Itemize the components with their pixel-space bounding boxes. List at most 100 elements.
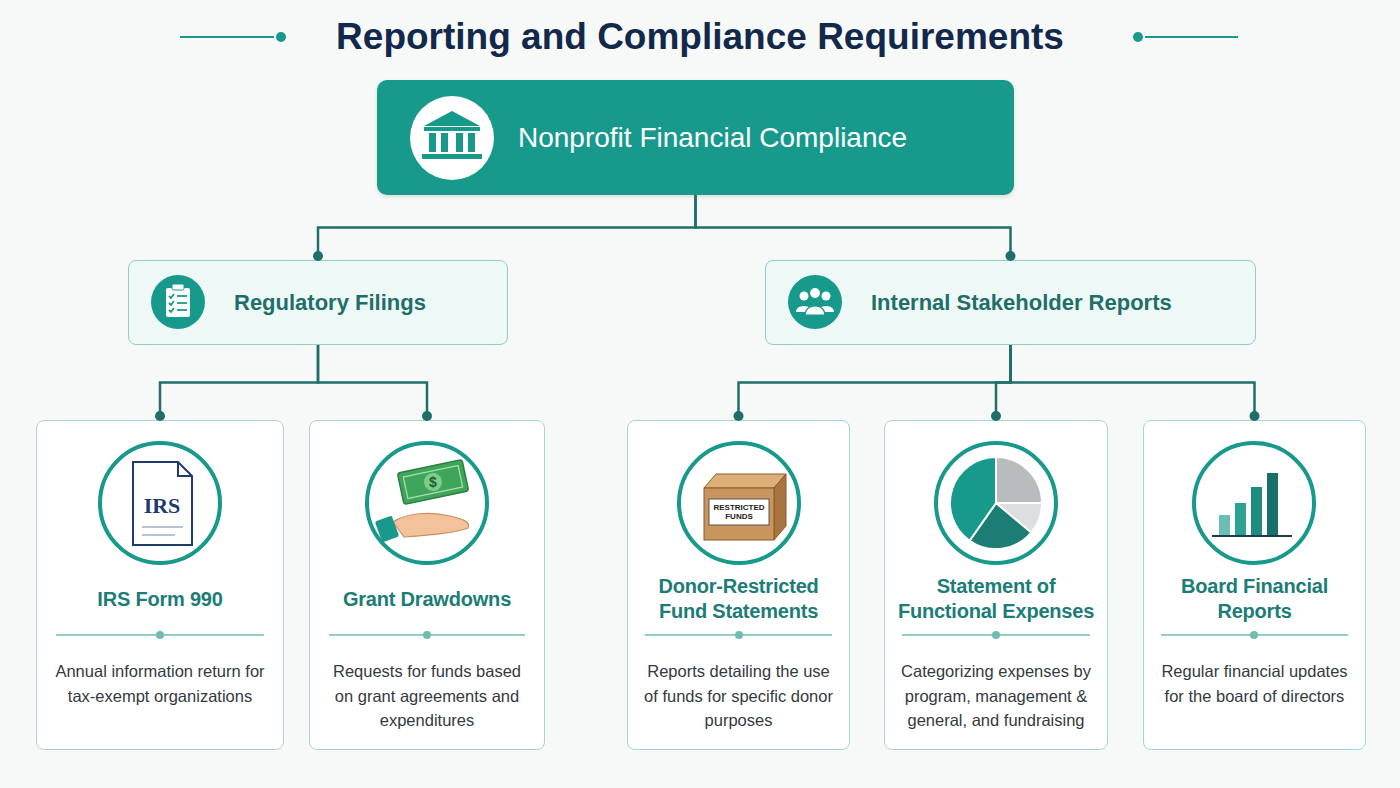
bar (1235, 503, 1246, 535)
icon-text: IRS (132, 493, 192, 518)
person-head (800, 292, 809, 301)
node-description: Categorizing expenses by program, manage… (897, 659, 1095, 733)
pie-icon (950, 457, 1042, 549)
sleeve (375, 516, 399, 543)
divider-dot (735, 631, 743, 639)
icon-circle (151, 275, 205, 329)
money-hand-icon (375, 459, 469, 542)
people-figures (796, 288, 834, 316)
currency-sign: $ (423, 474, 443, 490)
connector-dot (155, 411, 165, 421)
divider-dot (156, 631, 164, 639)
bank-column (429, 133, 436, 152)
note-seal (422, 471, 443, 492)
bar (1219, 515, 1230, 535)
connector-dot (1006, 251, 1016, 261)
node-description: Reports detailing the use of funds for s… (640, 659, 837, 733)
tree-connector (313, 195, 696, 261)
connector-dot (1250, 411, 1260, 421)
node-description: Annual information return for tax-exempt… (49, 659, 271, 708)
divider-line (1161, 634, 1348, 636)
icon-ring (936, 443, 1056, 563)
tree-connector (318, 345, 432, 421)
divider-line (329, 634, 525, 636)
node-heading: Nonprofit Financial Compliance (518, 121, 907, 155)
bar (1267, 473, 1278, 535)
icon-ring (679, 443, 799, 563)
root-box: Nonprofit Financial Compliance (377, 80, 1014, 195)
icon-circle (788, 275, 842, 329)
box-tag (709, 499, 769, 525)
note-border (403, 465, 462, 498)
box-side (774, 474, 786, 540)
box-front (704, 488, 774, 540)
divider-dot (1250, 631, 1258, 639)
node-heading: Internal Stakeholder Reports (871, 289, 1172, 317)
person-body (805, 306, 825, 315)
node-description: Requests for funds based on grant agreem… (322, 659, 532, 733)
item-card: Donor-Restricted Fund StatementsReports … (627, 420, 850, 750)
check-list (169, 294, 187, 312)
icon-circle (410, 96, 494, 180)
connector-line (996, 345, 1011, 418)
people-icon (788, 275, 842, 329)
tree-connector (696, 195, 1016, 261)
person-body (818, 306, 834, 312)
tree-connector (734, 345, 1011, 421)
box-top (704, 474, 786, 488)
person-head (822, 292, 831, 301)
node-heading: Statement of Functional Expenses (890, 561, 1102, 637)
check-mark (169, 308, 174, 312)
tree-connector (991, 345, 1011, 421)
bank-column (456, 133, 463, 152)
icon-ring (1194, 443, 1314, 563)
divider-line (56, 634, 264, 636)
rule-dot (1133, 32, 1143, 42)
rule-dot (276, 32, 286, 42)
person-head (810, 288, 821, 299)
connector-dot (734, 411, 744, 421)
pie-slice (950, 457, 996, 541)
clipboard-clip (172, 284, 184, 290)
divider-dot (992, 631, 1000, 639)
box-tag-text: RESTRICTED FUNDS (711, 503, 767, 521)
node-heading: Board Financial Reports (1149, 561, 1360, 637)
item-card: Statement of Functional ExpensesCategori… (884, 420, 1108, 750)
bank-roof (424, 111, 480, 126)
list-line (177, 295, 187, 297)
node-heading: Grant Drawdowns (315, 561, 539, 637)
bank-base (422, 154, 482, 159)
category-box: Regulatory Filings (128, 260, 508, 345)
connector-dot (991, 411, 1001, 421)
person-body (796, 306, 812, 312)
category-box: Internal Stakeholder Reports (765, 260, 1256, 345)
divider-dot (423, 631, 431, 639)
connector-dot (313, 251, 323, 261)
pie-slice (970, 503, 1032, 549)
document-page (133, 462, 192, 545)
rule-line (1145, 36, 1238, 38)
icon-ring (100, 443, 220, 563)
tree-connector (155, 345, 318, 421)
tree-connector (1011, 345, 1260, 421)
check-mark (169, 301, 174, 305)
check-mark (169, 294, 174, 298)
bar (1251, 487, 1262, 535)
connector-line (160, 345, 318, 418)
connector-line (1011, 345, 1255, 418)
note-body (397, 459, 468, 504)
bank-beam (424, 127, 480, 131)
item-card: IRS Form 990Annual information return fo… (36, 420, 284, 750)
card-dividers (56, 631, 1348, 639)
item-card: Grant DrawdownsRequests for funds based … (309, 420, 545, 750)
bank-column (441, 133, 448, 152)
bank-icon (410, 96, 494, 180)
node-heading: Regulatory Filings (234, 289, 426, 317)
bank-column (468, 133, 475, 152)
item-card: Board Financial ReportsRegular financial… (1143, 420, 1366, 750)
clipboard-board (166, 288, 190, 317)
connector-line (318, 345, 427, 418)
